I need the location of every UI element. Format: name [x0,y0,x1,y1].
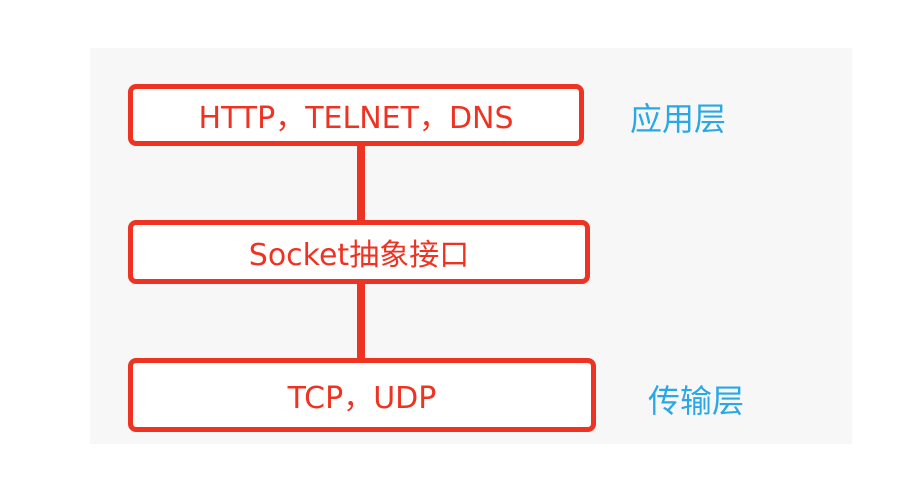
application-protocols-box: HTTP，TELNET，DNS [128,84,584,146]
transport-protocols-text: TCP，UDP [287,381,437,416]
connector-socket-to-transport [357,284,365,358]
transport-layer-label: 传输层 [648,382,745,420]
transport-protocols-box: TCP，UDP [128,358,596,432]
application-layer-label: 应用层 [630,100,727,138]
application-protocols-text: HTTP，TELNET，DNS [198,101,514,136]
socket-interface-box: Socket抽象接口 [128,220,590,284]
connector-app-to-socket [357,146,365,220]
socket-interface-text: Socket抽象接口 [248,238,470,273]
